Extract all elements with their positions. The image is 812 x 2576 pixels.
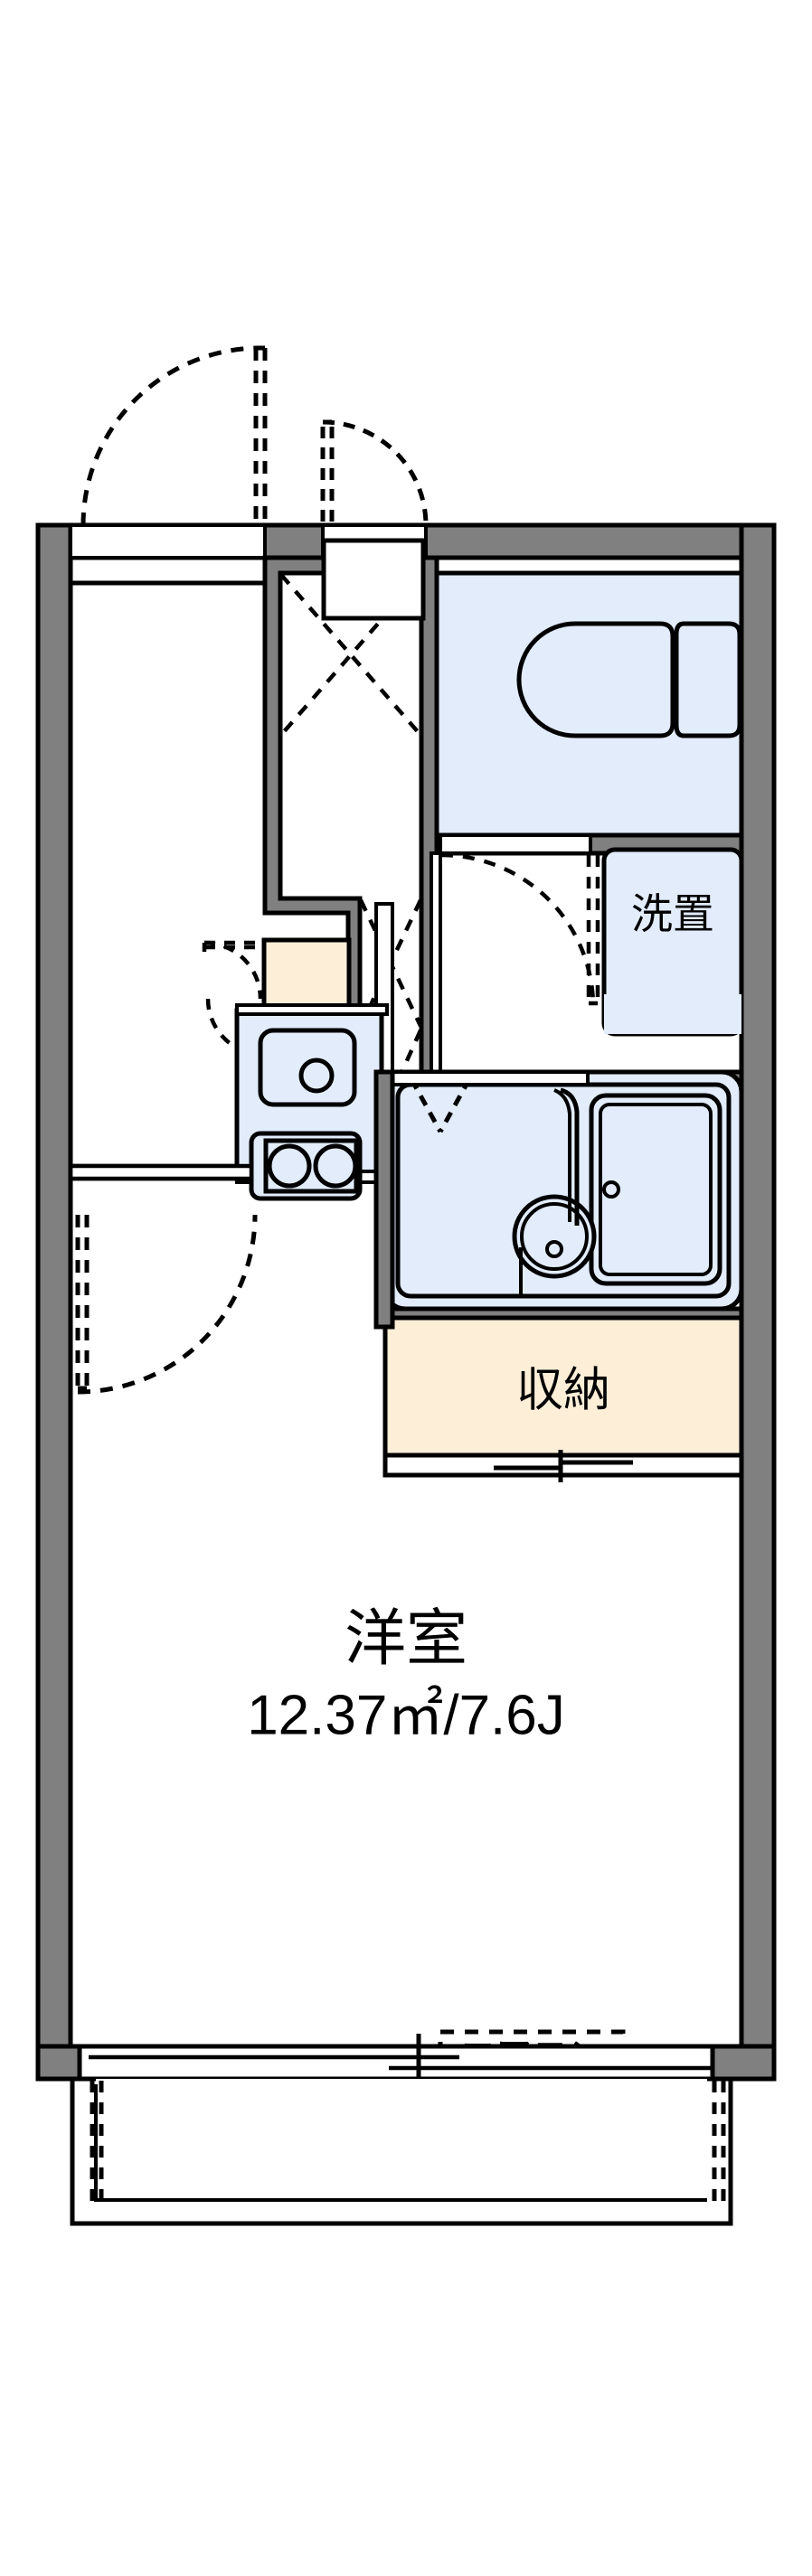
- toilet-door-swing: [440, 852, 600, 1008]
- main-room-name: 洋室: [345, 1604, 467, 1673]
- unit-bath: [373, 902, 744, 1312]
- toilet-room: [434, 570, 744, 838]
- balcony: [70, 2076, 733, 2226]
- kitchen-counter: [234, 1003, 389, 1201]
- closet-left-wall: [373, 1069, 395, 1330]
- storage-closet-box: [373, 1306, 744, 1482]
- exterior-walls: [35, 522, 777, 2082]
- interior-detail-lines: [68, 580, 265, 1179]
- washing-machine-space: [601, 847, 744, 1037]
- balcony-sliding-window: [77, 2034, 715, 2095]
- meter-box-door-swing: [320, 419, 429, 526]
- main-room-area: 12.37㎡/7.6J: [247, 1684, 565, 1746]
- kitchen-cabinet-door-swing: [202, 940, 263, 1000]
- washroom-divider: [430, 851, 442, 1076]
- bathroom-door: [391, 1070, 590, 1086]
- main-room-door: [68, 1163, 254, 1181]
- entrance-door-swing: [80, 345, 268, 526]
- laundry-label: 洗置: [631, 890, 714, 937]
- main-room-door-swing: [75, 1214, 258, 1395]
- kitchen-cabinet-swing-extra: [205, 998, 261, 1058]
- closet-label: 収納: [516, 1365, 610, 1417]
